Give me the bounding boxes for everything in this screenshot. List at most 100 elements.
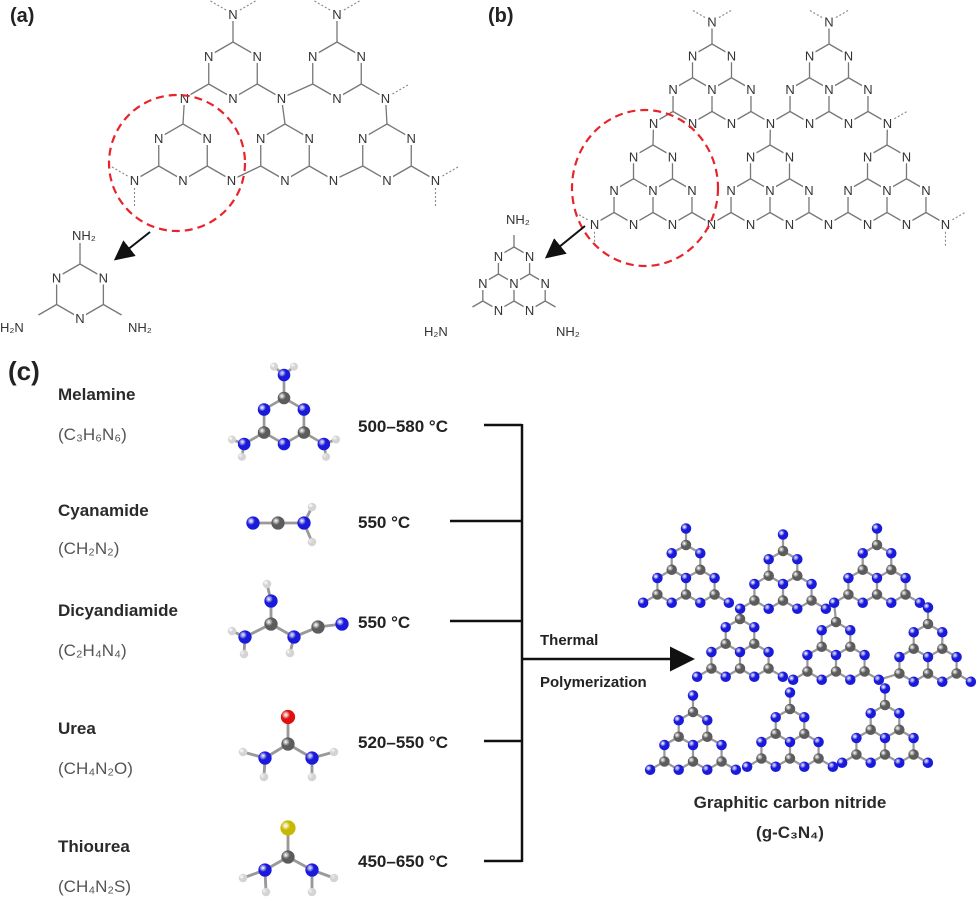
atom-bg (744, 82, 757, 96)
nitrogen-atom-label: N (824, 82, 833, 97)
carbon-atom (843, 589, 854, 600)
precursor-dicyandiamide: Dicyandiamide (C₂H₄N₄) 550 °C (58, 601, 410, 660)
nitrogen-atom (777, 671, 789, 682)
atom-bg (523, 249, 536, 263)
carbon-atom (879, 699, 891, 711)
nitrogen-atom-label: N (381, 91, 390, 106)
carbon-atom (281, 850, 295, 864)
precursor-cyanamide: Cyanamide (CH₂N₂) 550 °C (58, 501, 410, 558)
nitrogen-atom-label: N (727, 48, 736, 63)
nitrogen-atom-label: N (727, 116, 736, 131)
atom-bg (97, 270, 110, 285)
hydrogen-atom (329, 873, 339, 883)
bond (544, 300, 556, 308)
carbon-atom (297, 426, 311, 439)
hydrogen-atom (238, 747, 248, 757)
atom-bg (802, 183, 815, 197)
precursor-name: Cyanamide (58, 501, 149, 520)
carbon-atom (756, 753, 767, 764)
carbon-atom (777, 545, 789, 557)
nitrogen-atom-label: N (305, 131, 314, 146)
amine-label: NH₂ (72, 228, 96, 243)
nitrogen-atom-label: N (785, 149, 794, 164)
nitrogen-atom (894, 651, 905, 663)
nitrogen-atom (865, 708, 876, 719)
nitrogen-atom-label: N (902, 217, 911, 232)
carbon-atom (845, 641, 856, 652)
atom-bg (588, 216, 601, 231)
nitrogen-atom (716, 739, 727, 751)
atom-bg (881, 183, 893, 197)
nitrogen-atom-label: N (863, 82, 872, 97)
nitrogen-atom (734, 646, 746, 658)
nitrogen-atom (238, 630, 252, 644)
atom-bg (783, 149, 796, 164)
precursor-temperature: 450–650 °C (358, 852, 448, 871)
nitrogen-atom-label: N (525, 249, 534, 264)
atom-bg (939, 216, 952, 231)
nitrogen-atom-label: N (509, 276, 518, 291)
nitrogen-atom (816, 674, 827, 685)
nitrogen-atom-label: N (648, 183, 657, 198)
nitrogen-atom-label: N (494, 303, 503, 318)
sulfur-atom (280, 820, 296, 836)
nitrogen-atom-label: N (844, 116, 853, 131)
atom-bg (803, 115, 816, 130)
nitrogen-atom (806, 578, 817, 590)
nitrogen-atom (749, 671, 760, 682)
nitrogen-atom (695, 597, 706, 608)
atom-bg (50, 270, 63, 285)
nitrogen-atom-label: N (203, 131, 212, 146)
nitrogen-atom (827, 761, 839, 772)
atom-bg (74, 311, 86, 325)
carbon-atom (886, 564, 897, 575)
nitrogen-atom-label: N (431, 173, 440, 188)
nitrogen-atom-label: N (228, 7, 237, 22)
carbon-atom (734, 613, 746, 625)
atom-bg (783, 216, 796, 231)
atom-bg (405, 131, 418, 145)
nitrogen-atom (723, 597, 735, 608)
carbon-atom (937, 643, 948, 654)
carbon-atom (706, 663, 717, 674)
carbon-atom (777, 595, 789, 606)
atom-bg (823, 82, 835, 96)
carbon-atom (851, 749, 862, 760)
atom-bg (900, 216, 913, 231)
nitrogen-atom (691, 671, 703, 682)
nitrogen-atom (730, 764, 742, 775)
carbon-atom (271, 516, 285, 530)
nitrogen-atom (749, 578, 760, 590)
hydrogen-atom (227, 626, 237, 636)
nitrogen-atom (749, 622, 760, 633)
hydrogen-atom (261, 887, 271, 897)
nitrogen-atom (830, 649, 842, 661)
nitrogen-atom (666, 548, 677, 559)
nitrogen-atom (799, 761, 810, 772)
carbon-atom (894, 668, 905, 679)
atom-bg (744, 216, 757, 231)
nitrogen-atom (317, 437, 331, 451)
hydrogen-atom (332, 435, 341, 444)
panel-c-molecules (227, 362, 977, 897)
nitrogen-atom-label: N (332, 7, 341, 22)
nitrogen-atom (820, 603, 832, 614)
bond (472, 300, 484, 308)
nitrogen-atom (287, 630, 301, 644)
nitrogen-atom (857, 597, 868, 608)
carbon-atom (792, 570, 803, 581)
process-label: Thermal (540, 632, 598, 649)
nitrogen-atom-label: N (921, 183, 930, 198)
nitrogen-atom (277, 437, 291, 451)
nitrogen-atom-label: N (358, 131, 367, 146)
atom-bg (764, 115, 777, 130)
carbon-atom (659, 756, 670, 767)
nitrogen-atom-label: N (478, 276, 487, 291)
reaction-bracket (450, 423, 524, 863)
atom-bg (627, 216, 640, 231)
hydrogen-atom (259, 772, 269, 782)
atom-bg (725, 115, 738, 130)
nitrogen-atom (865, 757, 876, 768)
product-name: Graphitic carbon nitride (694, 793, 887, 812)
